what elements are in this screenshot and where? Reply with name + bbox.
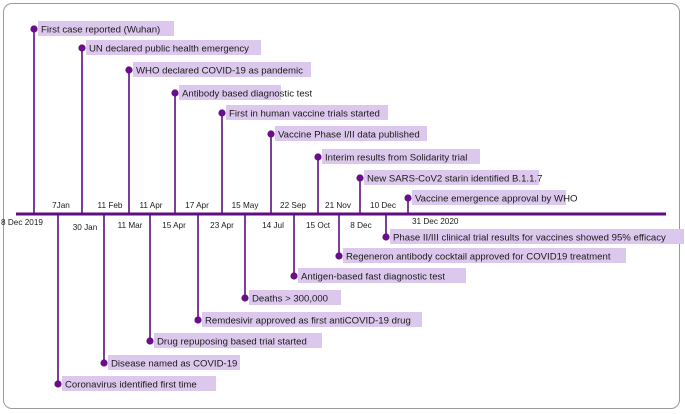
event-date: 17 Apr	[185, 201, 209, 210]
event-label-box	[298, 268, 466, 283]
timeline-event-above-1: First case reported (Wuhan) 8 Dec 2019	[1, 21, 174, 227]
event-label: Antigen-based fast diagnostic test	[301, 272, 445, 283]
event-marker	[356, 174, 364, 182]
event-label: Phase II/III clinical trial results for …	[393, 233, 666, 244]
event-date: 22 Sep	[280, 201, 306, 210]
event-label-box	[322, 149, 480, 164]
event-date: 31 Dec 2020	[412, 217, 459, 226]
event-marker	[267, 130, 275, 138]
timeline-event-below-7: Disease named as COVID-19 11 Feb	[98, 201, 240, 370]
event-marker	[335, 252, 343, 260]
event-date: 11 Feb	[98, 201, 123, 210]
timeline-event-below-5: Remdesivir approved as first antiCOVID-1…	[185, 201, 422, 327]
event-date: 8 Dec 2019	[1, 218, 43, 227]
event-date: 15 Apr	[162, 221, 186, 230]
event-label-box	[62, 376, 216, 391]
event-date: 11 Mar	[118, 221, 143, 230]
event-marker	[404, 194, 412, 202]
event-label-box	[226, 105, 388, 120]
timeline-event-below-2: Regeneron antibody cocktail approved for…	[325, 201, 626, 263]
event-marker	[171, 89, 179, 97]
event-date: 21 Nov	[325, 201, 352, 210]
event-marker	[78, 44, 86, 52]
timeline-event-below-1: Phase II/III clinical trial results for …	[370, 201, 684, 244]
event-label: Disease named as COVID-19	[111, 359, 237, 370]
event-date: 14 Jul	[262, 221, 284, 230]
event-label: First case reported (Wuhan)	[41, 25, 160, 36]
timeline-event-above-3: WHO declared COVID-19 as pandemic 11 Mar	[118, 62, 311, 230]
event-label: UN declared public health emergency	[89, 44, 249, 55]
event-date: 11 Apr	[139, 201, 162, 210]
event-label-box	[86, 40, 261, 55]
event-label: Vaccine emergence approval by WHO	[415, 194, 577, 205]
event-label-box	[133, 62, 311, 77]
event-marker	[30, 25, 38, 33]
event-date: 23 Apr	[210, 221, 234, 230]
event-date: 7Jan	[52, 201, 70, 210]
timeline-event-above-9: Vaccine emergence approval by WHO 31 Dec …	[404, 190, 577, 226]
event-marker	[290, 272, 298, 280]
timeline-event-above-5: First in human vaccine trials started 23 …	[210, 105, 388, 230]
event-label-box	[202, 312, 422, 327]
timeline-event-above-4: Antibody based diagnostic test 15 Apr	[162, 85, 312, 230]
event-marker	[100, 359, 108, 367]
timeline-event-above-2: UN declared public health emergency 30 Ja…	[73, 40, 261, 232]
event-label: WHO declared COVID-19 as pandemic	[136, 66, 303, 77]
event-label: Vaccine Phase I/II data published	[278, 130, 420, 141]
event-marker	[125, 66, 133, 74]
event-marker	[241, 294, 249, 302]
timeline-event-below-3: Antigen-based fast diagnostic test 22 Sep	[280, 201, 466, 283]
event-label-box	[179, 85, 281, 100]
event-marker	[218, 109, 226, 117]
event-label-box	[390, 229, 684, 244]
timeline-event-below-8: Coronavirus identified first time 7Jan	[52, 201, 216, 391]
event-label: Antibody based diagnostic test	[182, 89, 312, 100]
event-label: Coronavirus identified first time	[65, 380, 197, 391]
event-date: 30 Jan	[73, 223, 98, 232]
event-label-box	[154, 333, 322, 348]
event-label: Drug repuposing based trial started	[157, 337, 307, 348]
event-marker	[146, 337, 154, 345]
event-label-box	[364, 170, 539, 185]
event-marker	[314, 153, 322, 161]
timeline-event-below-4: Deaths > 300,000 15 May	[232, 201, 341, 305]
event-label-box	[412, 190, 566, 205]
event-label: Remdesivir approved as first antiCOVID-1…	[205, 316, 411, 327]
timeline-event-above-7: Interim results from Solidarity trial 15 …	[306, 149, 480, 230]
event-date: 15 Oct	[306, 221, 331, 230]
event-label-box	[249, 290, 341, 305]
event-date: 15 May	[232, 201, 260, 210]
timeline-event-above-6: Vaccine Phase I/II data published 14 Jul	[262, 126, 427, 230]
figure-frame	[3, 3, 680, 409]
event-date: 8 Dec	[350, 221, 371, 230]
event-marker	[194, 316, 202, 324]
event-label-box	[38, 21, 174, 36]
event-label: Deaths > 300,000	[252, 294, 328, 305]
event-marker	[382, 233, 390, 241]
event-label: Regeneron antibody cocktail approved for…	[346, 252, 611, 263]
event-label-box	[108, 355, 240, 370]
event-date: 10 Dec	[370, 201, 396, 210]
timeline-event-above-8: New SARS-CoV2 starin identified B.1.1.7 8…	[350, 170, 542, 230]
event-label-box	[343, 248, 626, 263]
timeline-event-below-6: Drug repuposing based trial started 11 Ap…	[139, 201, 322, 348]
event-label: Interim results from Solidarity trial	[325, 153, 467, 164]
event-label: New SARS-CoV2 starin identified B.1.1.7	[367, 174, 542, 185]
event-label-box	[275, 126, 427, 141]
event-label: First in human vaccine trials started	[229, 109, 380, 120]
event-marker	[54, 380, 62, 388]
